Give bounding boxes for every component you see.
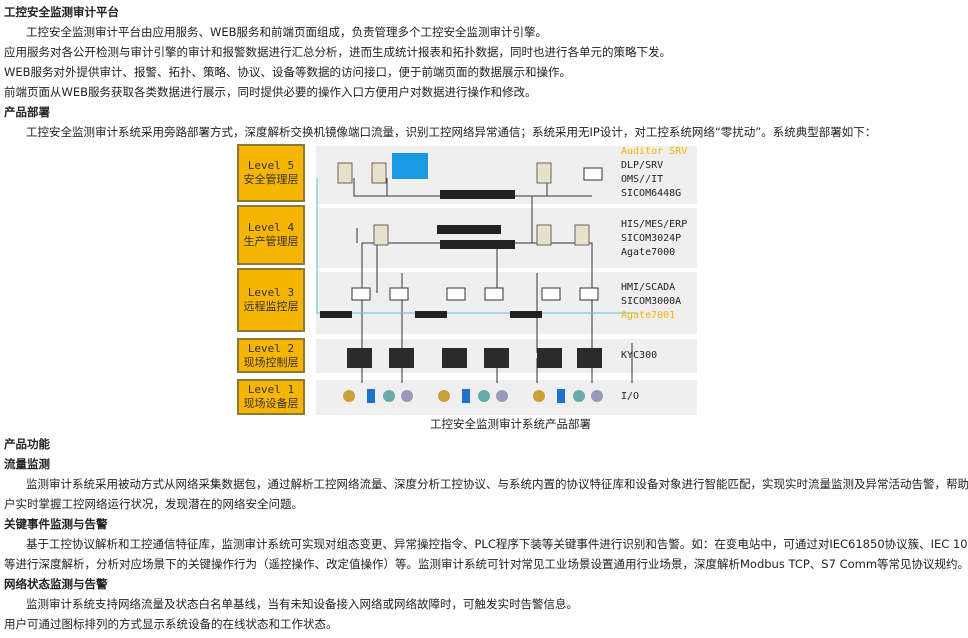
level-label: 远程监控层	[243, 300, 299, 313]
device-label: Agate7000	[621, 247, 676, 258]
level-name: Level 4	[247, 221, 295, 234]
level-name: Level 1	[247, 383, 295, 396]
device-label: HMI/SCADA	[621, 282, 676, 293]
level-label: 生产管理层	[243, 235, 299, 248]
level3-devices: HMI/SCADA SICOM3000A Agate7001	[621, 281, 681, 323]
device-label: DLP/SRV	[621, 160, 664, 171]
network-paragraph: 监测审计系统支持网络流量及状态白名单基线，当有未知设备接入网络或网络故障时，可触…	[26, 597, 578, 611]
level5-devices: Auditor SRV DLP/SRV OMS//IT SICOM6448G	[621, 145, 687, 201]
deploy-paragraph: 工控安全监测审计系统采用旁路部署方式，深度解析交换机镜像端口流量，识别工控网络异…	[26, 125, 877, 139]
flow-paragraph: 监测审计系统采用被动方式从网络采集数据包，通过解析工控网络流量、深度分析工控协议…	[26, 477, 968, 491]
device-label: KYC300	[621, 350, 658, 361]
server-icons	[337, 162, 590, 246]
device-label: Agate7001	[621, 310, 676, 321]
level-label: 安全管理层	[243, 173, 299, 186]
level4-devices: HIS/MES/ERP SICOM3024P Agate7000	[621, 218, 687, 260]
intro-paragraph: 前端页面从WEB服务获取各类数据进行展示，同时提供必要的操作入口方便用户对数据进…	[4, 85, 537, 99]
network-heading: 网络状态监测与告警	[4, 577, 108, 591]
level2-devices: KYC300	[621, 349, 657, 363]
network-paragraph: 用户可通过图标排列的方式显示系统设备的在线状态和工作状态。	[4, 617, 338, 631]
level-label: 现场设备层	[243, 397, 299, 410]
device-label: SICOM6448G	[621, 188, 682, 199]
level-label: 现场控制层	[243, 355, 299, 369]
intro-paragraph: WEB服务对外提供审计、报警、拓扑、策略、协议、设备等数据的访问接口，便于前端页…	[4, 65, 572, 79]
workstation-icons	[351, 167, 603, 301]
device-label: SICOM3024P	[621, 233, 682, 244]
device-label: OMS//IT	[621, 174, 664, 185]
event-heading: 关键事件监测与告警	[4, 517, 108, 531]
video-wall-icon	[392, 153, 428, 179]
device-label: Auditor SRV	[621, 146, 688, 157]
level-name: Level 5	[247, 159, 295, 172]
field-device-icons	[343, 389, 603, 403]
deploy-heading: 产品部署	[4, 105, 50, 119]
page-title: 工控安全监测审计平台	[4, 5, 119, 19]
function-heading: 产品功能	[4, 437, 50, 451]
level-name: Level 2	[247, 341, 295, 355]
device-label: I/O	[621, 391, 640, 402]
event-paragraph: 等进行深度解析，分析对应场景下的关键操作行为（遥控操作、改定值操作）等。监测审计…	[4, 557, 968, 571]
device-label: SICOM3000A	[621, 296, 682, 307]
network-topology	[316, 153, 637, 403]
controller-icons	[347, 348, 602, 368]
level-name: Level 3	[247, 286, 295, 299]
band-level3	[316, 272, 697, 334]
intro-paragraph: 工控安全监测审计平台由应用服务、WEB服务和前端页面组成，负责管理多个工控安全监…	[26, 25, 548, 39]
level1-devices: I/O	[621, 390, 639, 404]
switch-icons	[320, 190, 542, 318]
flow-heading: 流量监测	[4, 457, 50, 471]
device-label: HIS/MES/ERP	[621, 219, 688, 230]
diagram-caption: 工控安全监测审计系统产品部署	[430, 417, 591, 431]
event-paragraph: 基于工控协议解析和工控通信特征库，监测审计系统可实现对组态变更、异常操控指令、P…	[26, 537, 968, 551]
flow-paragraph: 户实时掌握工控网络运行状况，发现潜在的网络安全问题。	[4, 497, 303, 511]
intro-paragraph: 应用服务对各公开检测与审计引擎的审计和报警数据进行汇总分析，进而生成统计报表和拓…	[4, 45, 671, 59]
